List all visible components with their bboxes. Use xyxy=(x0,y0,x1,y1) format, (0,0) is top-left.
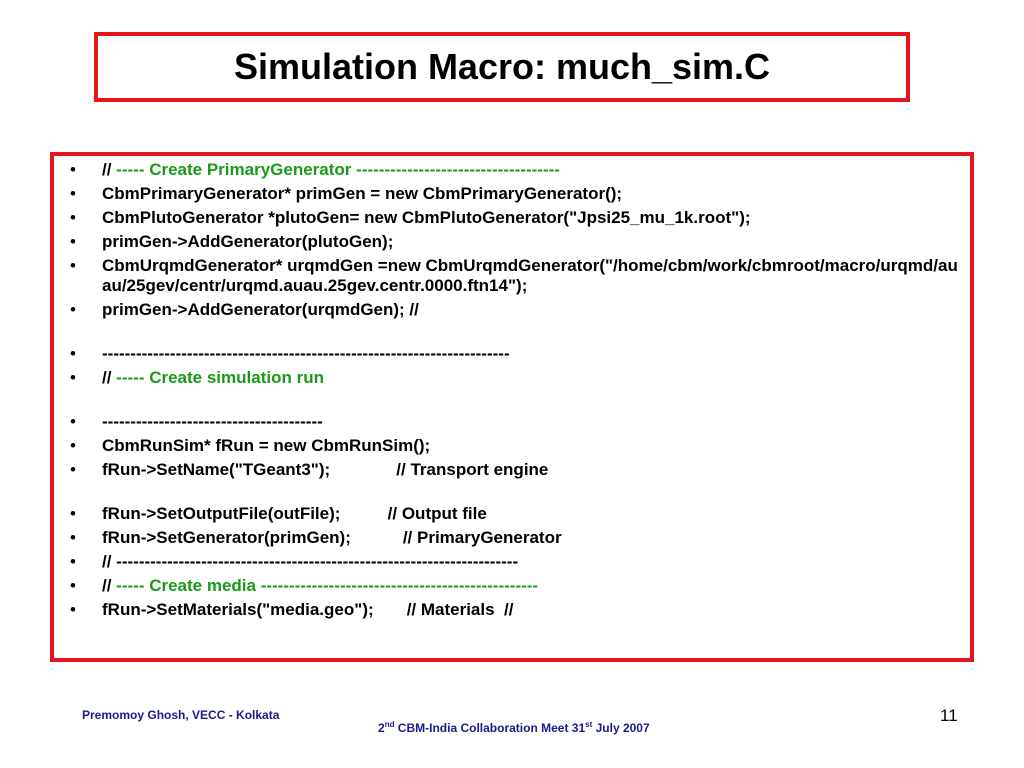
bullet-line: •CbmPlutoGenerator *plutoGen= new CbmPlu… xyxy=(70,208,751,227)
slide-title: Simulation Macro: much_sim.C xyxy=(233,46,771,87)
bullet-line: •fRun->SetGenerator(primGen); // Primary… xyxy=(70,528,562,547)
bullet-line: •CbmRunSim* fRun = new CbmRunSim(); xyxy=(70,436,431,455)
bullet-line: •primGen->AddGenerator(plutoGen); xyxy=(70,232,394,251)
footer-author: Premomoy Ghosh, VECC - Kolkata xyxy=(82,708,280,722)
bullet-line: •// ----- Create simulation run xyxy=(70,368,324,387)
bullet-line: •fRun->SetOutputFile(outFile); // Output… xyxy=(70,504,487,523)
bullet-line: •---------------------------------------… xyxy=(70,344,510,363)
code-box: •// ----- Create PrimaryGenerator ------… xyxy=(50,152,974,662)
bullet-line: •CbmPrimaryGenerator* primGen = new CbmP… xyxy=(70,184,623,203)
bullet-line: •--------------------------------------- xyxy=(70,412,323,431)
bullet-line: •// ----- Create PrimaryGenerator ------… xyxy=(70,160,560,179)
bullet-line: •CbmUrqmdGenerator* urqmdGen =new CbmUrq… xyxy=(70,256,958,295)
bullet-line: •// ------------------------------------… xyxy=(70,552,519,571)
page-number: 11 xyxy=(940,706,958,725)
bullet-list: •// ----- Create PrimaryGenerator ------… xyxy=(64,160,960,624)
title-box: Simulation Macro: much_sim.C xyxy=(94,32,910,102)
bullet-line: •fRun->SetName("TGeant3"); // Transport … xyxy=(70,460,549,479)
footer-event: 2nd CBM-India Collaboration Meet 31st Ju… xyxy=(378,720,650,735)
bullet-line: •primGen->AddGenerator(urqmdGen); // xyxy=(70,300,419,319)
bullet-line: •// ----- Create media -----------------… xyxy=(70,576,539,595)
bullet-line: •fRun->SetMaterials("media.geo"); // Mat… xyxy=(70,600,514,619)
